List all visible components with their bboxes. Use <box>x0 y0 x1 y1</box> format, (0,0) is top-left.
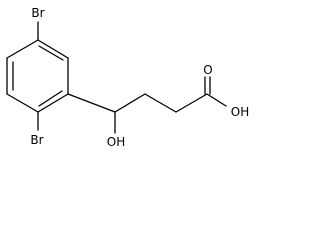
bond-chain-1 <box>114 93 146 113</box>
acid-hydroxyl-label: OH <box>231 105 249 119</box>
bromine-label-bottom: Br <box>30 133 43 147</box>
ring-bond-4 <box>6 93 39 113</box>
bond-chain-to-carboxyl <box>175 93 208 113</box>
ring-inner-bond-2 <box>38 90 63 107</box>
ring-bond-6 <box>6 39 39 59</box>
bromine-label-top: Br <box>31 6 44 20</box>
chemical-structure: Br Br OH O OH <box>6 6 249 149</box>
bond-chain-2 <box>144 93 177 113</box>
benzene-ring <box>6 39 69 113</box>
carbonyl-oxygen-label: O <box>203 63 212 77</box>
ring-bond-3 <box>37 93 69 113</box>
bond-carboxyl-to-oh <box>206 93 227 107</box>
bond-ring-to-chiral-carbon <box>67 93 116 113</box>
ring-inner-bond-1 <box>38 45 64 61</box>
hydroxyl-label: OH <box>107 135 125 149</box>
ring-bond-1 <box>37 39 69 59</box>
